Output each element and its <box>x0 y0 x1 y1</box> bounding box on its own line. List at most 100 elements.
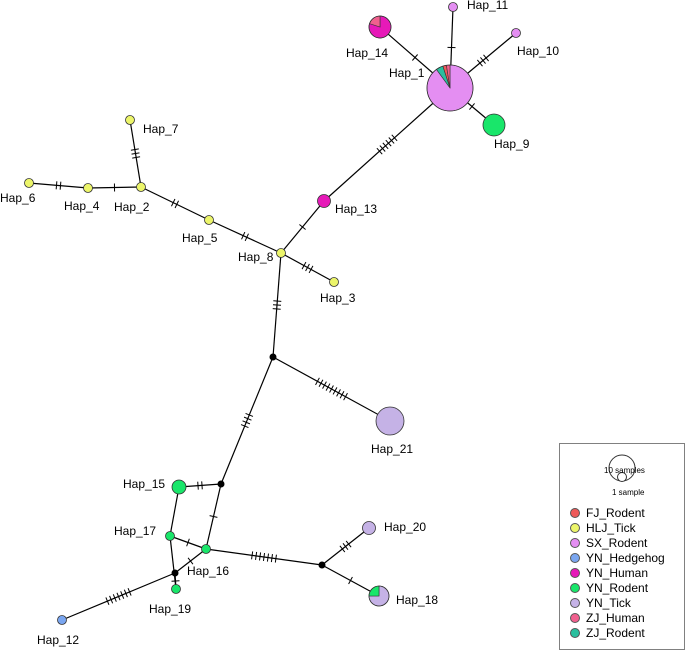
legend-swatch <box>570 567 580 578</box>
node-hap-16 <box>201 544 211 554</box>
mutation-tick <box>318 379 324 387</box>
node-labels: Hap_1Hap_2Hap_3Hap_4Hap_5Hap_6Hap_7Hap_8… <box>0 0 559 647</box>
node-circle <box>171 584 181 594</box>
node-hap-5 <box>204 215 214 225</box>
mutation-tick <box>308 265 314 274</box>
node-hap-21 <box>375 406 405 436</box>
node-hap-9 <box>482 113 506 137</box>
mutation-tick <box>343 392 348 401</box>
mutation-tick <box>242 420 251 425</box>
node-hap-10 <box>511 28 521 38</box>
legend-label: ZJ_Rodent <box>586 626 645 641</box>
legend-label: ZJ_Human <box>586 611 645 626</box>
label-hap-14: Hap_14 <box>346 46 388 60</box>
mutation-tick <box>258 552 262 561</box>
mutation-tick <box>476 59 483 67</box>
edge-hap-1-hap-13 <box>323 87 451 202</box>
legend-swatch <box>570 507 580 518</box>
mutation-tick <box>273 300 282 302</box>
legend-item-yn-human: YN_Human <box>570 565 665 580</box>
label-hap-2: Hap_2 <box>114 200 150 214</box>
legend-swatch <box>570 583 580 594</box>
legend-swatch <box>570 537 580 548</box>
node-circle <box>201 544 211 554</box>
node-hap-12 <box>57 615 67 625</box>
mutation-tick <box>187 557 194 565</box>
node-hap-20 <box>362 521 376 535</box>
node-hap-17 <box>165 531 175 541</box>
mutation-tick <box>322 381 327 389</box>
mutation-tick <box>469 103 475 110</box>
mutation-tick <box>243 416 252 421</box>
mutation-tick <box>266 553 270 562</box>
mutation-tick <box>130 148 139 151</box>
label-hap-17: Hap_17 <box>114 524 156 538</box>
label-hap-8: Hap_8 <box>238 250 274 264</box>
node-circle <box>57 615 67 625</box>
size-scale: 10 samples 1 sample <box>560 444 684 504</box>
legend-box: 10 samples 1 sample FJ_Rodent HLJ_Tick S… <box>559 443 685 650</box>
node-hap-3 <box>329 277 339 287</box>
median-vector <box>269 353 277 361</box>
size-label-small: 1 sample <box>612 488 645 497</box>
mutation-tick <box>109 595 114 604</box>
mutation-tick <box>325 383 331 391</box>
legend-item-zj-human: ZJ_Human <box>570 611 665 626</box>
legend-label: YN_Human <box>586 565 649 580</box>
mutation-tick <box>272 308 281 310</box>
node-circle <box>482 113 506 137</box>
mutation-tick <box>272 304 282 306</box>
node-circle <box>375 406 405 436</box>
median-vector <box>217 480 225 488</box>
mutation-tick <box>411 54 419 61</box>
node-hap-15 <box>171 479 187 495</box>
mutation-tick <box>186 538 190 547</box>
mutation-tick <box>112 594 117 602</box>
node-hap-7 <box>125 115 135 125</box>
mutation-tick <box>480 57 486 64</box>
node-circle <box>125 115 135 125</box>
mutation-tick <box>241 231 246 240</box>
node-hap-14 <box>368 15 392 39</box>
legend-item-fj-rodent: FJ_Rodent <box>570 505 665 520</box>
mutation-tick <box>120 591 125 599</box>
node-hap-1 <box>426 64 474 112</box>
mutation-tick <box>274 554 277 563</box>
node-circle <box>83 183 93 193</box>
label-hap-19: Hap_19 <box>149 602 191 616</box>
node-hap-6 <box>24 178 34 188</box>
mutation-tick <box>388 137 395 144</box>
node-circle <box>448 2 458 12</box>
legend-label: FJ_Rodent <box>586 505 645 520</box>
mutation-tick <box>305 263 310 272</box>
edge-hap-4-hap-6 <box>28 182 89 189</box>
mutation-tick <box>329 385 334 393</box>
legend-list: FJ_Rodent HLJ_Tick SX_Rodent YN_Hedgehog… <box>570 505 665 641</box>
node-circle <box>165 531 175 541</box>
mutation-tick <box>132 156 141 159</box>
mutation-tick <box>255 551 258 560</box>
node-circle <box>204 215 214 225</box>
label-hap-1: Hap_1 <box>389 66 425 80</box>
mutation-tick <box>339 391 345 399</box>
node-hap-11 <box>448 2 458 12</box>
mutation-tick <box>336 389 341 397</box>
size-circle-1-sample <box>617 472 627 482</box>
node-hap-2 <box>136 182 146 192</box>
label-hap-18: Hap_18 <box>396 593 438 607</box>
node-hap-18 <box>368 585 390 607</box>
mutation-tick <box>382 142 389 150</box>
node-circle <box>276 248 286 258</box>
label-hap-11: Hap_11 <box>467 0 508 12</box>
mutation-tick <box>251 551 254 560</box>
label-hap-3: Hap_3 <box>320 291 356 305</box>
label-hap-10: Hap_10 <box>517 44 559 58</box>
median-vector <box>171 569 179 577</box>
mutation-tick <box>315 377 320 386</box>
mutation-tick <box>240 424 249 429</box>
node-circle <box>24 178 34 188</box>
mutation-tick <box>174 200 179 209</box>
legend-item-yn-rodent: YN_Rodent <box>570 580 665 595</box>
label-hap-6: Hap_6 <box>0 191 36 205</box>
